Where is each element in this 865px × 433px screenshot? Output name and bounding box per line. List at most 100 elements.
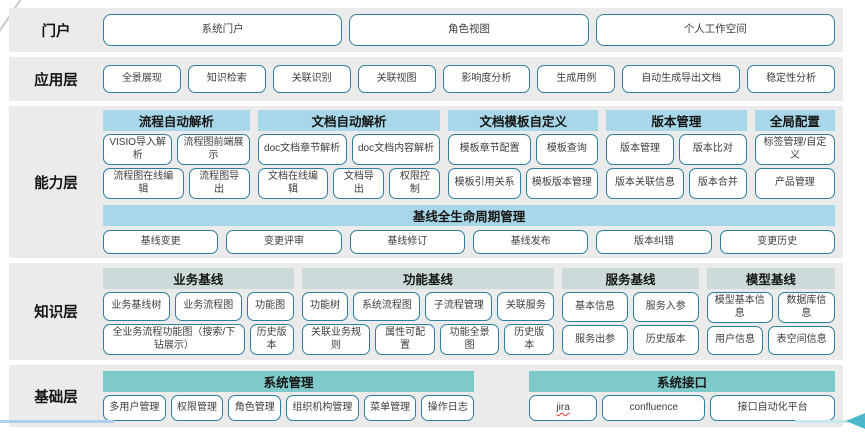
- node-box: 关联业务规则: [301, 324, 371, 355]
- node-box: 权限控制: [389, 168, 441, 199]
- group-knowledge-2: 服务基线基本信息服务入参服务出参历史版本: [562, 268, 699, 355]
- node-box: 模板引用关系: [448, 168, 521, 199]
- node-box: 子流程管理: [425, 292, 493, 321]
- architecture-diagram: 门户系统门户角色视图个人工作空间应用层 全景展现知识检索关联识别关联视图影响度分析…: [9, 8, 843, 427]
- group-header: 流程自动解析: [103, 110, 250, 131]
- group-header: 系统接口: [529, 371, 835, 392]
- group-knowledge-0: 业务基线业务基线树业务流程图功能图全业务流程功能图（搜索/下钻展示）历史版本: [103, 268, 294, 355]
- node-box: 流程图导出: [188, 168, 250, 199]
- group-header: 全局配置: [754, 110, 835, 131]
- layer-label-knowledge: 知识层: [34, 305, 78, 321]
- group-capability-2: 文档模板自定义模板章节配置模板查询模板引用关系模板版本管理: [448, 110, 599, 199]
- group-box-row: 模型基本信息数据库信息: [706, 292, 835, 323]
- node-box: 菜单管理: [363, 395, 417, 421]
- node-box: 基本信息: [562, 292, 628, 322]
- node-box: VISIO导入解析: [103, 134, 173, 165]
- node-box: 基线发布: [472, 230, 589, 254]
- node-box: 历史版本: [632, 325, 699, 355]
- node-box: 影响度分析: [442, 65, 531, 93]
- group-box-row: 业务基线树业务流程图功能图: [103, 292, 294, 321]
- node-box: confluence: [602, 395, 706, 421]
- node-box: 数据库信息: [777, 292, 835, 323]
- node-box: 组织机构管理: [286, 395, 359, 421]
- node-box: 表空间信息: [768, 326, 836, 355]
- group-capability-3: 版本管理版本管理版本比对版本关联信息版本合并: [606, 110, 747, 199]
- layer-label-capability: 能力层: [34, 175, 78, 192]
- group-box-row: 文档在线编辑文档导出权限控制: [257, 168, 441, 199]
- node-box: 历史版本: [249, 324, 294, 355]
- group-box-row: 全业务流程功能图（搜索/下钻展示）历史版本: [103, 324, 294, 355]
- node-box: 业务流程图: [174, 292, 242, 321]
- node-box: 业务基线树: [103, 292, 170, 321]
- node-box: 模板版本管理: [525, 168, 599, 199]
- layer-band-foundation: 基础层 系统管理多用户管理权限管理角色管理组织机构管理菜单管理操作日志 系统接口 ji…: [9, 365, 843, 427]
- baseline-band-header: 基线全生命周期管理: [103, 205, 835, 226]
- group-header: 模型基线: [706, 268, 835, 289]
- group-knowledge-1: 功能基线功能树系统流程图子流程管理关联服务关联业务规则属性可配置功能全景图历史版…: [301, 268, 555, 355]
- node-box: 功能图: [246, 292, 294, 321]
- node-box: 角色管理: [228, 395, 282, 421]
- node-box: 操作日志: [421, 395, 475, 421]
- group-foundation-0: 系统管理多用户管理权限管理角色管理组织机构管理菜单管理操作日志: [103, 371, 475, 421]
- node-box: 稳定性分析: [747, 65, 835, 93]
- node-box: 文档导出: [333, 168, 385, 199]
- node-box: 个人工作空间: [595, 14, 835, 46]
- cursor-arrow-icon: [846, 413, 865, 429]
- node-box: doc文档章节解析: [257, 134, 347, 165]
- group-header: 文档自动解析: [257, 110, 441, 131]
- group-header: 系统管理: [103, 371, 475, 392]
- node-box: 关联识别: [272, 65, 351, 93]
- group-header: 业务基线: [103, 268, 294, 289]
- box-row: 全景展现知识检索关联识别关联视图影响度分析生成用例自动生成导出文档稳定性分析: [103, 65, 835, 93]
- node-box: 关联服务: [497, 292, 555, 321]
- group-box-row: 模板章节配置模板查询: [448, 134, 599, 165]
- group-header: 服务基线: [562, 268, 699, 289]
- group-box-row: 功能树系统流程图子流程管理关联服务: [301, 292, 555, 321]
- node-box: 版本关联信息: [606, 168, 684, 199]
- node-box: 模板章节配置: [448, 134, 531, 165]
- node-box: 多用户管理: [103, 395, 166, 421]
- layer-band-portal: 门户系统门户角色视图个人工作空间: [9, 8, 843, 52]
- group-capability-4: 全局配置标签管理/自定义产品管理: [754, 110, 835, 199]
- node-box: 版本管理: [606, 134, 674, 165]
- node-box: 标签管理/自定义: [754, 134, 835, 165]
- layer-label-foundation: 基础层: [34, 389, 78, 406]
- node-box: 基线修订: [349, 230, 465, 254]
- layer-band-knowledge: 知识层业务基线业务基线树业务流程图功能图全业务流程功能图（搜索/下钻展示）历史版…: [9, 263, 843, 360]
- group-box-row: 版本关联信息版本合并: [606, 168, 747, 199]
- node-box: 文档在线编辑: [257, 168, 329, 199]
- node-box: 产品管理: [754, 168, 835, 199]
- group-box-row: 用户信息表空间信息: [706, 326, 836, 355]
- layer-band-app: 应用层 全景展现知识检索关联识别关联视图影响度分析生成用例自动生成导出文档稳定性分…: [9, 57, 843, 101]
- group-header: 版本管理: [606, 110, 747, 131]
- node-box: 功能全景图: [439, 324, 500, 355]
- group-box-row: 产品管理: [754, 168, 835, 199]
- group-header: 功能基线: [301, 268, 555, 289]
- node-box: 权限管理: [170, 395, 224, 421]
- bottom-left-accent-line: [0, 420, 114, 423]
- group-box-row: 模板引用关系模板版本管理: [448, 168, 599, 199]
- node-box: 模型基本信息: [706, 292, 773, 323]
- group-box-row: 版本管理版本比对: [606, 134, 747, 165]
- node-box: 用户信息: [706, 326, 764, 355]
- layer-label-app: 应用层: [34, 72, 78, 89]
- group-header: 文档模板自定义: [448, 110, 599, 131]
- node-box: 全景展现: [103, 65, 181, 93]
- group-knowledge-3: 模型基线模型基本信息数据库信息用户信息表空间信息: [706, 268, 836, 355]
- box-row: 系统门户角色视图个人工作空间: [103, 14, 835, 46]
- groups-row: 业务基线业务基线树业务流程图功能图全业务流程功能图（搜索/下钻展示）历史版本功能…: [103, 268, 836, 355]
- node-box: 属性可配置: [375, 324, 435, 355]
- node-box: 知识检索: [187, 65, 266, 93]
- node-box: 版本比对: [678, 134, 747, 165]
- node-box: 全业务流程功能图（搜索/下钻展示）: [103, 324, 245, 355]
- group-box-row: 服务出参历史版本: [562, 325, 699, 355]
- node-box: 服务出参: [562, 325, 628, 355]
- node-box: 关联视图: [357, 65, 436, 93]
